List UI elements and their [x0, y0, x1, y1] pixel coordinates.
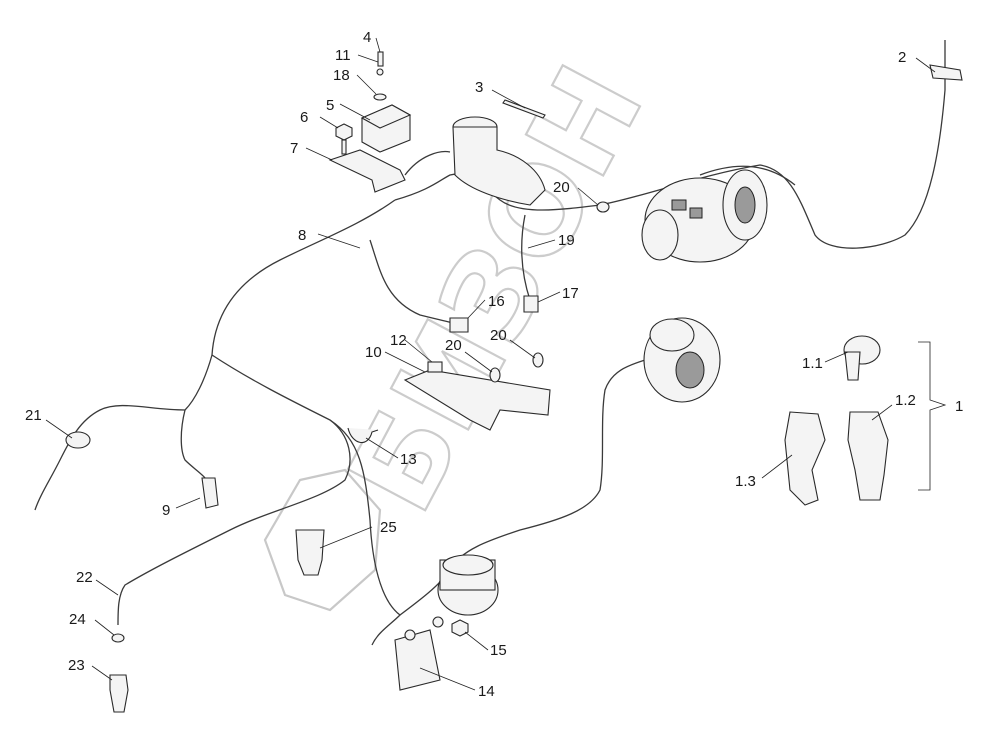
- callout-24: 24: [69, 611, 86, 628]
- callout-2: 2: [898, 49, 906, 66]
- intake-body: [452, 126, 546, 206]
- bolt: [377, 51, 384, 67]
- callout-12: 12: [390, 332, 407, 349]
- callout-9: 9: [162, 502, 170, 519]
- bolt-6: [335, 123, 353, 141]
- grommet-20a: [489, 367, 501, 383]
- ac-compressor: [641, 169, 768, 263]
- callout-19: 19: [558, 232, 575, 249]
- callout-23: 23: [68, 657, 85, 674]
- bolt-6-shank: [341, 139, 347, 155]
- callout-13: 13: [400, 451, 417, 468]
- grommet-14b: [432, 616, 444, 628]
- washer-24: [111, 633, 125, 643]
- callout-5: 5: [326, 97, 334, 114]
- sensor-23: [109, 674, 129, 713]
- callout-20-top: 20: [553, 179, 570, 196]
- callout-labels: 4 11 18 5 6 7 8 9 10 12 13 14 15 16 17 1…: [25, 29, 963, 700]
- callout-16: 16: [488, 293, 505, 310]
- callout-25: 25: [380, 519, 397, 536]
- washer: [376, 68, 384, 76]
- callout-3: 3: [475, 79, 483, 96]
- callout-22: 22: [76, 569, 93, 586]
- grommet-20b: [532, 352, 544, 368]
- switch-cover-1-2: [847, 411, 889, 501]
- callout-18: 18: [333, 67, 350, 84]
- washer-18: [373, 93, 387, 101]
- callout-8: 8: [298, 227, 306, 244]
- callout-20-right: 20: [490, 327, 507, 344]
- callout-1: 1: [955, 398, 963, 415]
- starter-solenoid: [437, 554, 499, 616]
- clamp-13: [347, 427, 379, 443]
- callout-6: 6: [300, 109, 308, 126]
- bracket-7: [328, 149, 406, 193]
- callout-14: 14: [478, 683, 495, 700]
- pressure-sensor-17: [523, 295, 539, 313]
- ignition-switch-1-1: [843, 335, 881, 381]
- relay-block-top: [360, 104, 412, 129]
- bracket-14: [394, 629, 441, 691]
- leader-lines: [45, 37, 936, 691]
- callout-1-3: 1.3: [735, 473, 756, 490]
- cable-tie-2: [929, 64, 963, 81]
- sensor-25: [295, 529, 325, 576]
- switch-cover-1-3: [784, 411, 826, 506]
- sensor-9: [201, 477, 219, 509]
- callout-17: 17: [562, 285, 579, 302]
- alternator: [643, 317, 721, 403]
- callout-7: 7: [290, 140, 298, 157]
- bracket-10: [403, 369, 551, 431]
- watermark-hexagon: [263, 468, 382, 612]
- callout-20-left: 20: [445, 337, 462, 354]
- grommet-14a: [404, 629, 416, 641]
- bolt-15: [451, 619, 469, 637]
- callout-1-1: 1.1: [802, 355, 823, 372]
- pressure-sensor-16: [449, 317, 469, 333]
- callout-15: 15: [490, 642, 507, 659]
- grommet-21: [65, 431, 91, 449]
- callout-1-2: 1.2: [895, 392, 916, 409]
- parts: [65, 51, 963, 713]
- cable-tie-3: [502, 99, 546, 119]
- callout-11: 11: [335, 47, 351, 64]
- callout-21: 21: [25, 407, 42, 424]
- grommet-20-top: [596, 201, 610, 213]
- connector-12: [427, 361, 443, 373]
- callout-10: 10: [365, 344, 382, 361]
- group-brace-1: [918, 341, 947, 491]
- callout-4: 4: [363, 29, 371, 46]
